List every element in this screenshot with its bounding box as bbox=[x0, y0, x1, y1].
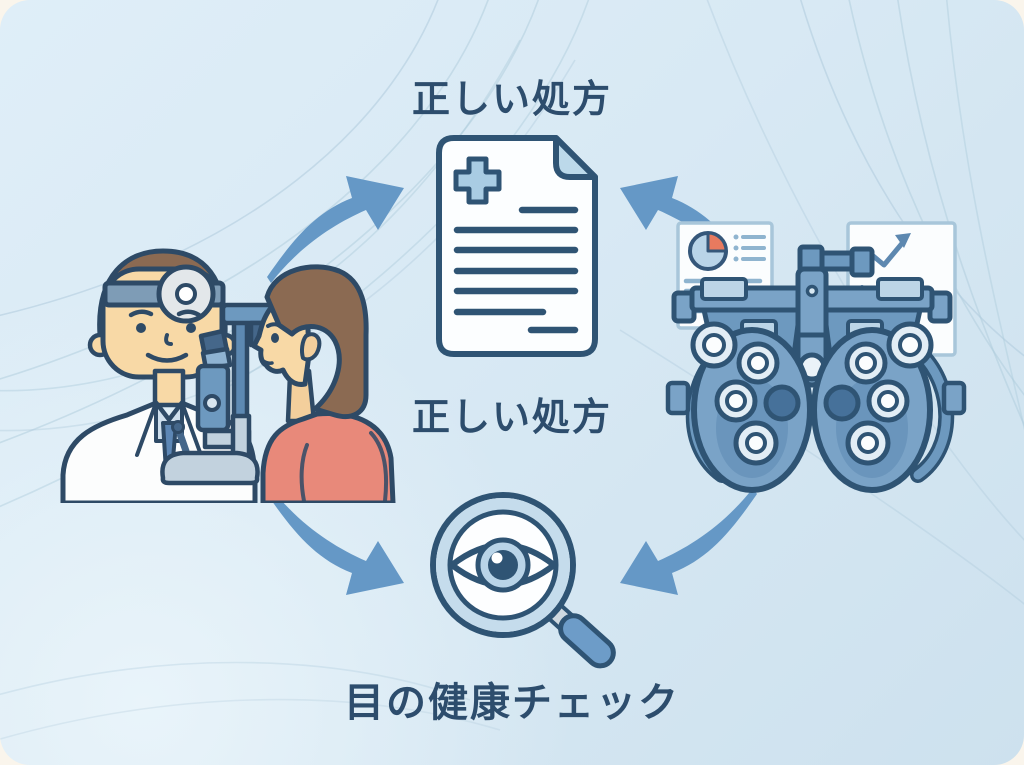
medical-cross-icon bbox=[453, 156, 502, 205]
eye-icon bbox=[449, 537, 557, 593]
folded-corner bbox=[553, 135, 598, 180]
slit-lamp-device bbox=[160, 302, 287, 486]
prescription-document-icon bbox=[436, 135, 598, 357]
label-bottom-eye-check: 目の健康チェック bbox=[344, 681, 680, 725]
bullet-list bbox=[733, 234, 766, 262]
magnifier-handle bbox=[546, 603, 616, 669]
phoropter-device bbox=[665, 244, 967, 493]
label-middle-prescription: 正しい処方 bbox=[411, 397, 612, 439]
eye-magnifier-icon bbox=[430, 492, 616, 669]
label-top-prescription: 正しい処方 bbox=[411, 79, 612, 121]
arrow-doctor-to-eye-check bbox=[267, 488, 404, 595]
arrow-phoropter-to-eye-check bbox=[620, 488, 757, 595]
patient-top bbox=[260, 411, 396, 503]
phoropter-with-charts-illustration bbox=[665, 221, 967, 493]
patient-figure bbox=[251, 264, 396, 503]
doctor-patient-eye-exam-illustration bbox=[60, 248, 396, 503]
document-text-lines bbox=[453, 206, 579, 334]
